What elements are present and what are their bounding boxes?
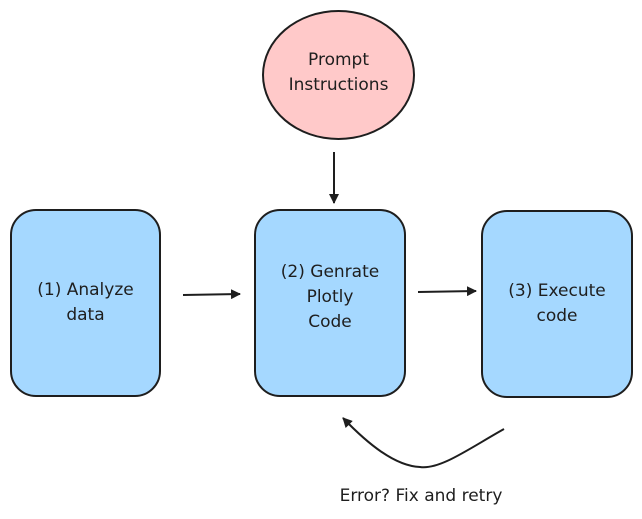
arrow-analyze-to-generate (182, 289, 241, 300)
node-prompt-instructions-label: Prompt Instructions (288, 50, 389, 95)
retry-loop-label: Error? Fix and retry (339, 486, 503, 506)
node-execute-code: (3) Execute code (481, 210, 633, 398)
node-generate-plotly-code-label: (2) Genrate Plotly Code (280, 261, 380, 332)
node-prompt-instructions: Prompt Instructions (262, 10, 415, 140)
node-analyze-data: (1) Analyze data (10, 209, 161, 397)
node-execute-code-label: (3) Execute code (508, 281, 606, 326)
node-generate-plotly-code: (2) Genrate Plotly Code (254, 209, 406, 397)
node-analyze-data-label: (1) Analyze data (37, 280, 134, 325)
arrow-generate-to-execute (417, 286, 477, 297)
arrow-execute-to-generate-retry (342, 417, 505, 469)
